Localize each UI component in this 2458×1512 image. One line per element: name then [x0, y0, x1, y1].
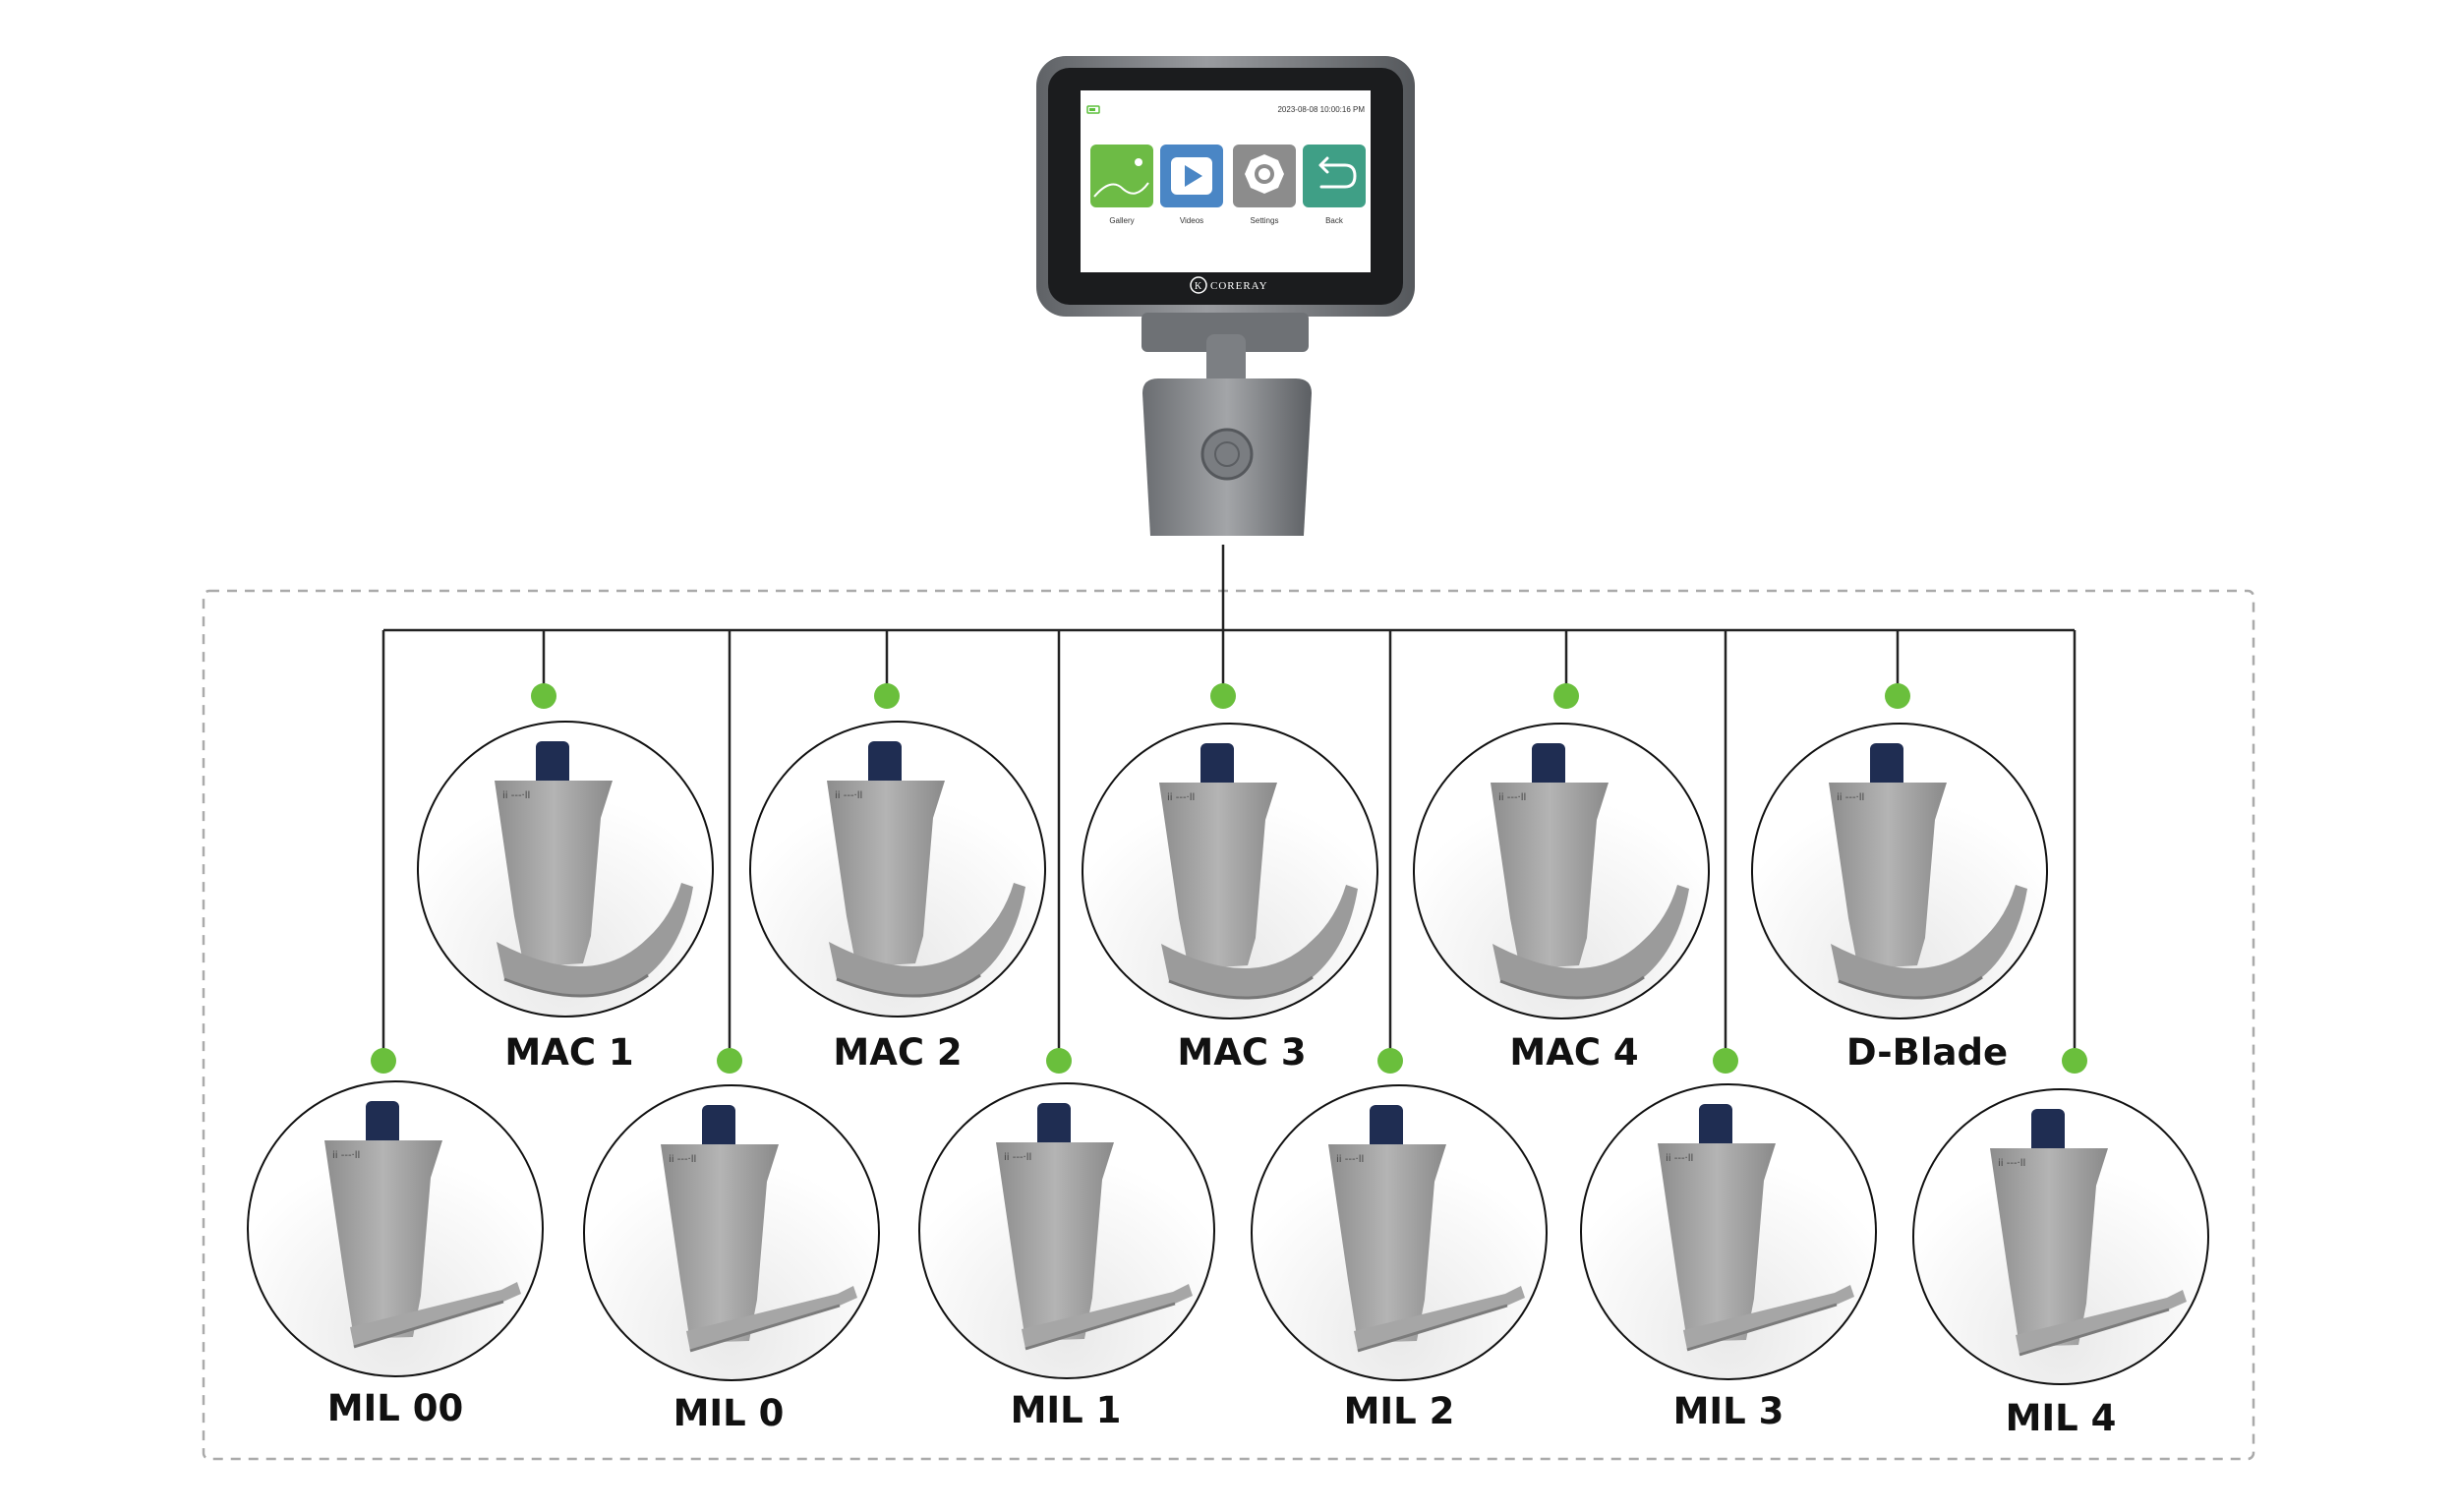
- screen-videos-button[interactable]: Videos: [1160, 145, 1223, 225]
- blade-label: MAC 2: [833, 1031, 962, 1074]
- blade-mil-4[interactable]: MIL 4: [1912, 1088, 2209, 1439]
- node-dot-d-blade: [1885, 683, 1910, 709]
- blade-mac-4[interactable]: MAC 4: [1413, 723, 1710, 1074]
- screen-timestamp: 2023-08-08 10:00:16 PM: [1277, 105, 1365, 114]
- gallery-icon: [1093, 158, 1149, 198]
- blade-label: MIL 0: [673, 1392, 785, 1434]
- play-icon: [1185, 165, 1202, 187]
- blade-label: MIL 2: [1344, 1390, 1455, 1432]
- screen-gallery-button[interactable]: Gallery: [1090, 145, 1153, 225]
- node-dot-mil-4: [2062, 1048, 2087, 1074]
- gear-icon: [1245, 154, 1284, 194]
- blade-mac-3[interactable]: MAC 3: [1082, 723, 1378, 1074]
- node-dot-mil-3: [1713, 1048, 1738, 1074]
- blade-mil-0[interactable]: MIL 0: [583, 1084, 880, 1434]
- screen-settings-button[interactable]: Settings: [1233, 145, 1296, 225]
- screen-back-button[interactable]: Back: [1303, 145, 1366, 225]
- node-dot-mac-4: [1553, 683, 1579, 709]
- logo-mark: K: [1195, 281, 1202, 292]
- back-arrow-icon: [1318, 156, 1357, 189]
- blade-mil-00[interactable]: MIL 00: [247, 1080, 544, 1429]
- blade-label: MAC 3: [1177, 1031, 1306, 1074]
- power-button[interactable]: [1200, 428, 1254, 481]
- node-dot-mil-1: [1046, 1048, 1072, 1074]
- gallery-label: Gallery: [1109, 216, 1134, 225]
- node-dot-mac-1: [531, 683, 556, 709]
- blade-mil-2[interactable]: MIL 2: [1251, 1084, 1548, 1432]
- blade-label: MIL 1: [1011, 1389, 1122, 1431]
- connector-lines: [371, 545, 2087, 1074]
- blade-label: MIL 3: [1673, 1390, 1785, 1432]
- blade-mil-1[interactable]: MIL 1: [918, 1082, 1215, 1431]
- blade-label: D-Blade: [1846, 1031, 2008, 1074]
- videos-label: Videos: [1180, 216, 1203, 225]
- blade-mac-2[interactable]: MAC 2: [749, 721, 1046, 1074]
- brand-name: CORERAY: [1210, 280, 1268, 292]
- blade-label: MAC 4: [1509, 1031, 1638, 1074]
- blade-label: MIL 00: [327, 1387, 464, 1429]
- node-dot-mac-3: [1210, 683, 1236, 709]
- battery-icon: [1086, 105, 1100, 114]
- video-laryngoscope: 2023-08-08 10:00:16 PM Gallery Videos Se…: [1036, 56, 1415, 536]
- settings-label: Settings: [1251, 216, 1279, 225]
- blade-group-border: [202, 589, 2255, 1461]
- blade-label: MAC 1: [504, 1031, 633, 1074]
- node-dot-mil-2: [1377, 1048, 1403, 1074]
- node-dot-mil-00: [371, 1048, 396, 1074]
- brand-logo: K CORERAY: [1190, 276, 1268, 294]
- blade-d-blade[interactable]: D-Blade: [1751, 723, 2048, 1074]
- blade-mil-3[interactable]: MIL 3: [1580, 1083, 1877, 1432]
- back-label: Back: [1325, 216, 1344, 225]
- blade-mac-1[interactable]: MAC 1: [417, 721, 714, 1074]
- node-dot-mac-2: [874, 683, 900, 709]
- blade-label: MIL 4: [2006, 1397, 2117, 1439]
- hinge: [1141, 313, 1309, 352]
- node-dot-mil-0: [717, 1048, 742, 1074]
